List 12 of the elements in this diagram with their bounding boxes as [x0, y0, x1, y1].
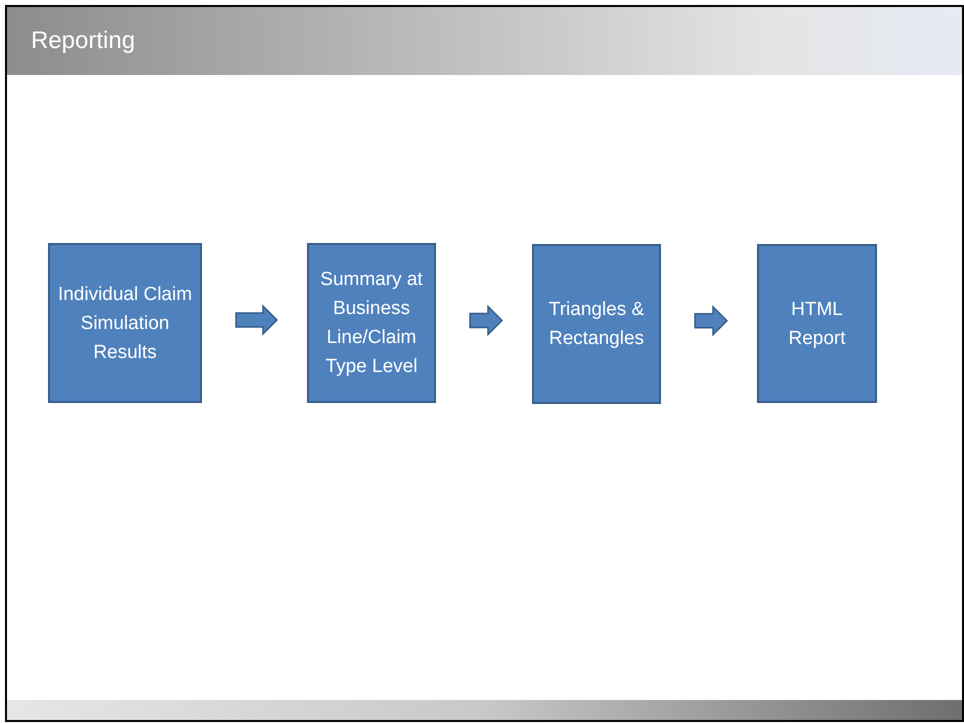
- process-box: [532, 244, 661, 404]
- block-arrow: [235, 304, 278, 336]
- process-box: [757, 244, 877, 403]
- process-box: [48, 243, 202, 403]
- slide-title: Reporting: [31, 27, 136, 55]
- box-label: Triangles & Rectangles: [548, 298, 646, 351]
- block-arrow: [469, 304, 504, 336]
- box-label: Summary at Business Line/Claim Type Level: [319, 268, 424, 379]
- box-label: HTML Report: [787, 298, 847, 350]
- box-label: Individual Claim Simulation Results: [56, 282, 194, 364]
- block-arrow: [694, 304, 728, 337]
- process-box: [307, 243, 436, 403]
